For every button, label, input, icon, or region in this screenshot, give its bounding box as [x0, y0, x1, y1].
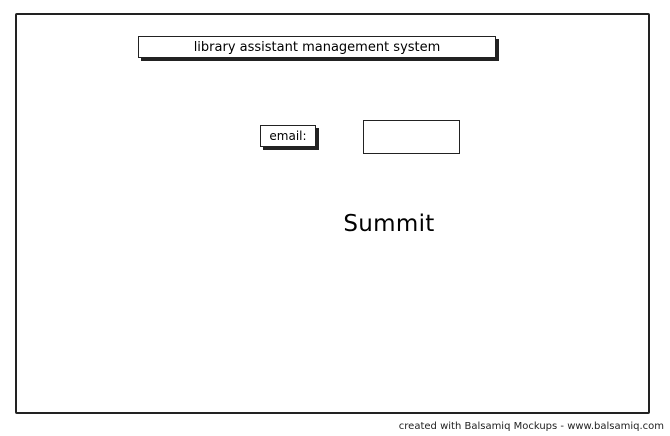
page-title: library assistant management system	[138, 36, 496, 58]
submit-button[interactable]: Summit	[330, 208, 448, 240]
submit-button-label: Summit	[343, 211, 435, 237]
footer-credit-text: created with Balsamiq Mockups - www.bals…	[398, 421, 664, 432]
email-label-text: email:	[269, 129, 307, 143]
page-title-text: library assistant management system	[193, 39, 441, 55]
email-label: email:	[260, 125, 316, 147]
window-frame	[15, 13, 650, 414]
footer-credit: created with Balsamiq Mockups - www.bals…	[399, 421, 664, 432]
email-field[interactable]	[363, 120, 460, 154]
